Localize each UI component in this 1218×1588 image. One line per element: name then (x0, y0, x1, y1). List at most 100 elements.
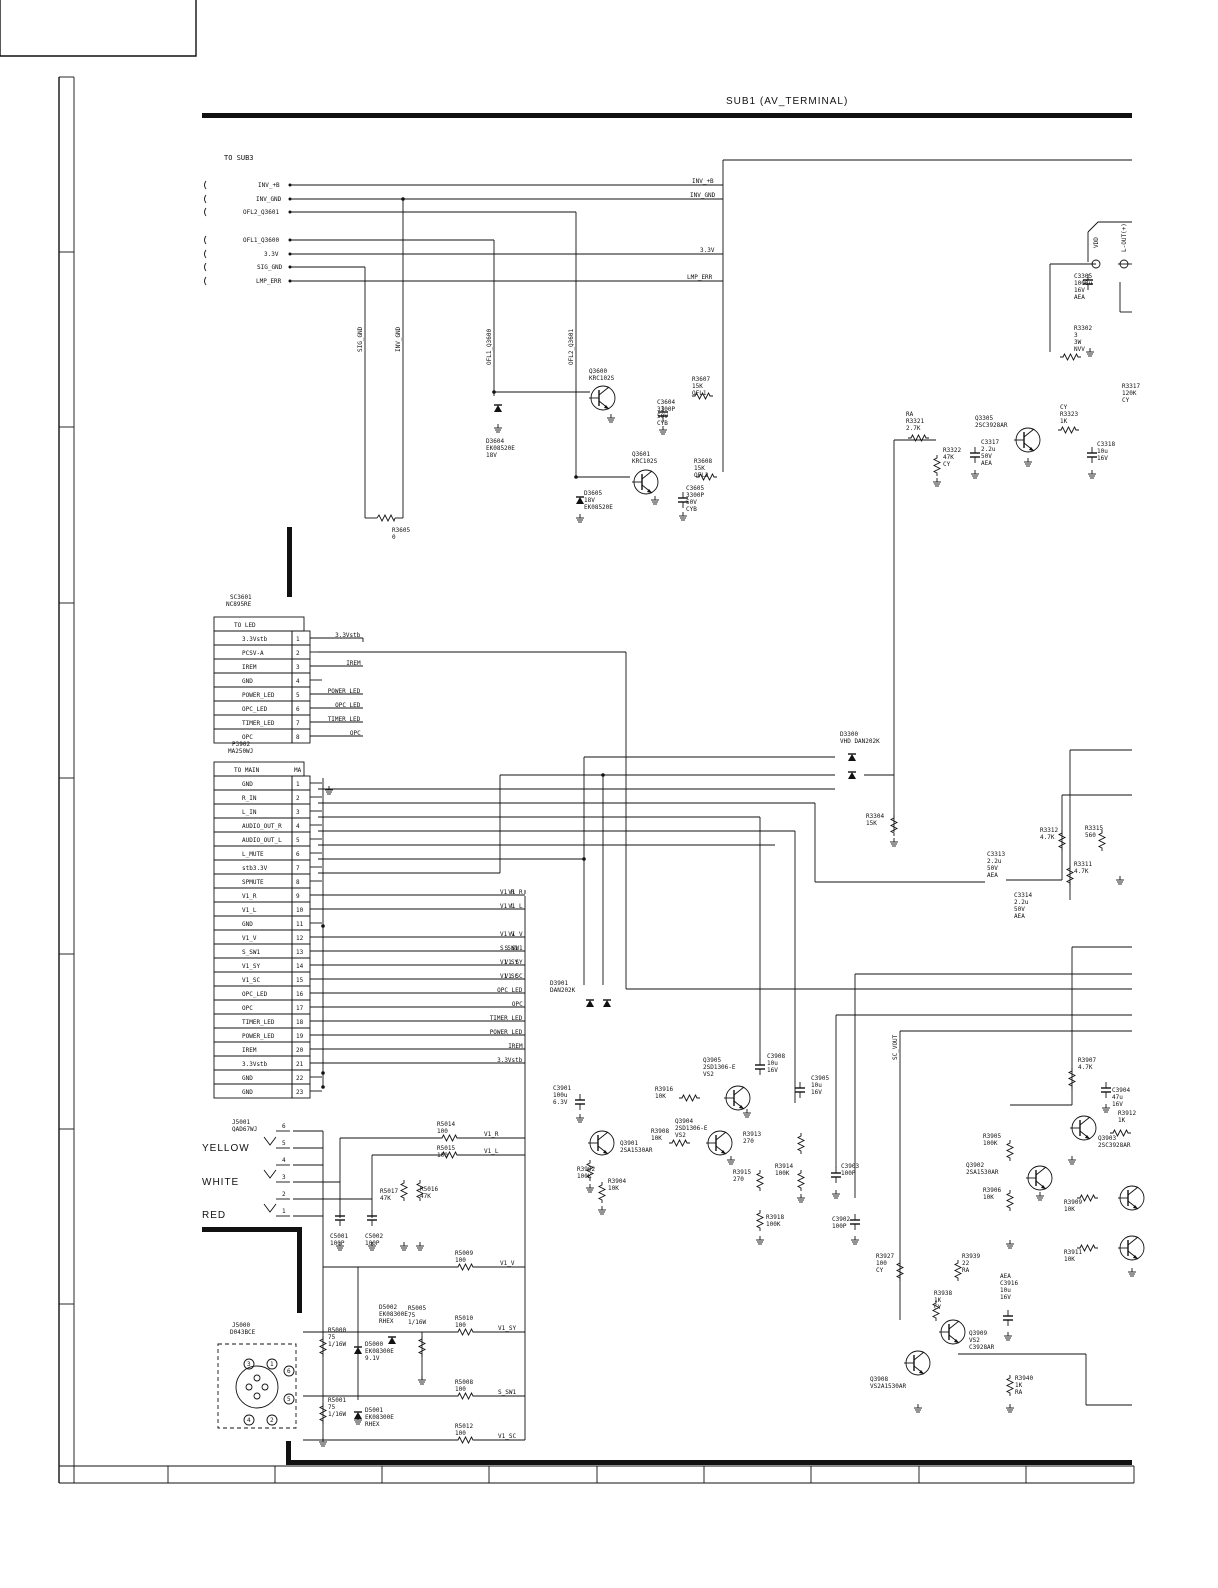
p3902-g-pin-name: L_IN (242, 809, 257, 816)
j5001-pin-3: 3 (282, 1174, 286, 1181)
label-c3313: C3313 (987, 851, 1005, 858)
label-r3302: R3302 (1074, 325, 1092, 332)
label-c3314: AEA (1014, 913, 1025, 920)
label-r3906: R3906 (983, 1187, 1001, 1194)
ground-symbol (1128, 1268, 1136, 1277)
label-q3305: Q3305 (975, 415, 993, 422)
ground-symbol (354, 1416, 362, 1425)
c3318-symbol (1087, 447, 1097, 463)
label-r5017: R5017 (380, 1188, 398, 1195)
p3902-g-pin-name: SPMUTE (242, 879, 264, 886)
sc3601-g-pin-name: TIMER_LED (242, 720, 275, 727)
r3938-symbol (931, 1300, 941, 1321)
label-r3907: 4.7K (1078, 1064, 1093, 1071)
p3902-g-net-label: V1_SC (505, 973, 523, 980)
label-c3605: C3605 (686, 485, 704, 492)
label-r3304: 15K (866, 820, 877, 827)
p3902-g-pin-name: V1_SC (242, 977, 260, 984)
r3322-symbol (932, 455, 942, 476)
label-r3911: 10K (1064, 1256, 1075, 1263)
page-frame (0, 0, 1135, 1484)
ground-symbol (1006, 1404, 1014, 1413)
label-c3605: 50V (686, 499, 697, 506)
r5015-symbol (439, 1150, 460, 1160)
p3902-g-pin-cell (213, 775, 293, 791)
c3605-symbol (678, 492, 688, 508)
label-d5001: RHEX (365, 1421, 380, 1428)
label-c3905: 10u (811, 1082, 822, 1089)
ground-symbol (1102, 1104, 1110, 1113)
label-r3312: 4.7K (1040, 834, 1055, 841)
label-d5001: D5001 (365, 1407, 383, 1414)
r3914-symbol (796, 1170, 806, 1191)
p3902-part: MA250WJ (228, 748, 253, 755)
label-r3913: 270 (743, 1138, 754, 1145)
ground-symbol (576, 1114, 584, 1123)
p3902-g-pin-num: 15 (296, 977, 304, 984)
jack-yellow-label: YELLOW (202, 1143, 250, 1154)
p3902-g-num-cell (291, 775, 311, 791)
q-right2-symbol (1118, 1235, 1145, 1261)
p3902-g-net-label: S_SW1 (505, 945, 523, 952)
net-v1-v-jack: V1_V (500, 1260, 515, 1267)
sc3601-g-num-cell (291, 728, 311, 744)
l-out-label: L-OUT(+) (1121, 223, 1128, 252)
j5000-pin-2: 2 (270, 1417, 274, 1424)
r3312-symbol (1057, 830, 1067, 851)
sc3601-g-pin-cell (213, 728, 293, 744)
ground-symbol (679, 512, 687, 521)
p3902-g-net-label: V1_L (508, 903, 523, 910)
p3902-g-pin-name: GND (242, 1089, 253, 1096)
r3302-symbol (1060, 352, 1081, 362)
ground-symbol (1024, 458, 1032, 467)
sc3601-g-header-box (213, 616, 305, 632)
r3905-symbol (1005, 1140, 1015, 1161)
j5000-pin-1: 1 (270, 1361, 274, 1368)
r5016-symbol (415, 1180, 425, 1201)
p3902-g-pin-num: 8 (296, 879, 300, 886)
ground-symbol (1036, 1192, 1044, 1201)
p3902-g-pin-name: POWER_LED (242, 1033, 275, 1040)
ground-symbol (598, 1206, 606, 1215)
ground-symbol (1116, 876, 1124, 885)
label-d3605: 18V (584, 497, 595, 504)
sc3601-g-pin-num: 5 (296, 692, 300, 699)
label-r5000: 75 (328, 1334, 336, 1341)
to-sub3-pin-1: INV_GND (256, 196, 282, 203)
label-r3315: R3315 (1085, 825, 1103, 832)
p3902-g-num-cell (291, 873, 311, 889)
sc3601-g-pin-num: 1 (296, 636, 300, 643)
d5001-symbol (354, 1411, 362, 1419)
label-r3302: 3 (1074, 332, 1078, 339)
label-r3918: R3918 (766, 1214, 784, 1221)
label-r3915: 270 (733, 1176, 744, 1183)
label-c3901: C3901 (553, 1085, 571, 1092)
label-r3311: R3311 (1074, 861, 1092, 868)
p3902-g-pin-name: 3.3Vstb (242, 1061, 268, 1068)
net-right-2: 3.3V (700, 247, 715, 254)
j5000-pin-4: 4 (247, 1417, 251, 1424)
vnet-0: SIG_GND (357, 326, 364, 352)
label-q3601: Q3601 (632, 451, 650, 458)
board-title: SUB1 (AV_TERMINAL) (726, 96, 848, 107)
j5001-pin-4: 4 (282, 1157, 286, 1164)
label-q3600: Q3600 (589, 368, 607, 375)
label-r5014: 100 (437, 1128, 448, 1135)
label-d3300: D3300 (840, 731, 858, 738)
d3605-symbol (576, 496, 584, 504)
p3902-g-net-label: V1_SY (505, 959, 523, 966)
label-d3604: EK08520E (486, 445, 515, 452)
p3902-g-pin-num: 19 (296, 1033, 304, 1040)
to-sub3-connector: INV_+B INV_GND OFL2_Q3601 OFL1_Q3600 3.3… (204, 159, 1132, 472)
label-r3927: R3927 (876, 1253, 894, 1260)
c3902-symbol (850, 1214, 860, 1230)
label-d3605: EK08520E (584, 504, 613, 511)
j5000-part: D043BCE (230, 1329, 256, 1336)
label-r3909: R3909 (1064, 1199, 1082, 1206)
label-c3317: 50V (981, 453, 992, 460)
j5001-pin-5: 5 (282, 1140, 286, 1147)
q3901-symbol (588, 1130, 615, 1156)
label-d3300: VHD DAN202K (840, 738, 880, 745)
r5008-symbol (455, 1391, 476, 1401)
